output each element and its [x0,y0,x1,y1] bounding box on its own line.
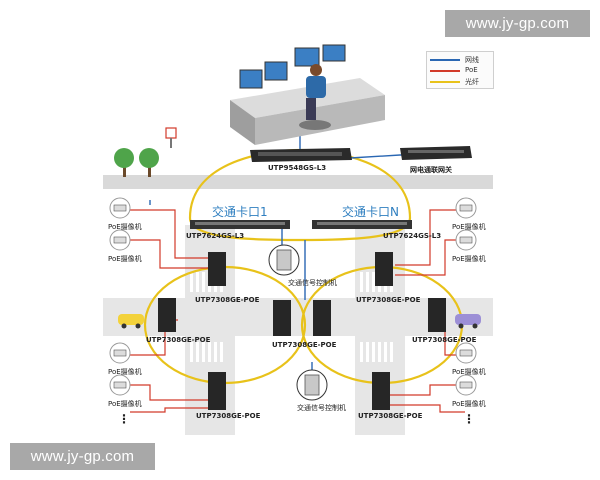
more-cameras-left: ⋮ [118,412,130,426]
legend-swatch [430,59,460,61]
camera-label: PoE摄像机 [108,400,142,408]
legend-label: PoE [465,66,478,74]
access-switch-label: UTP7308GE-POE [358,412,423,420]
car-right [455,314,481,329]
agg-switch-right-label: UTP7624GS-L3 [383,232,442,240]
signal-controller-label: 交通信号控制机 [297,404,346,412]
poe-links [130,209,465,413]
trees [114,148,159,177]
sign [165,127,177,148]
control-room [230,44,385,145]
legend-label: 网线 [465,56,479,64]
access-switch-label: UTP7308GE-POE [146,336,211,344]
core-switch-label: UTP9548GS-L3 [268,164,327,172]
legend-swatch [430,81,460,83]
camera-label: PoE摄像机 [452,223,486,231]
gateway-device [400,146,472,160]
legend-item: 网线 [430,55,492,65]
legend: 网线 PoE 光纤 [426,51,494,89]
access-switch-label: UTP7308GE-POE [196,412,261,420]
camera-label: PoE摄像机 [452,255,486,263]
signal-controller-label: 交通信号控制机 [288,279,337,287]
access-switch-label: UTP7308GE-POE [412,336,477,344]
legend-item: PoE [430,66,492,76]
legend-item: 光纤 [430,77,492,87]
zone-label-right: 交通卡口N [342,205,399,219]
legend-swatch [430,70,460,72]
camera-label: PoE摄像机 [452,400,486,408]
access-switch-label: UTP7308GE-POE [195,296,260,304]
car-left [118,314,144,329]
watermark-bottom: www.jy-gp.com [10,443,155,470]
camera-label: PoE摄像机 [108,368,142,376]
gateway-label: 网电通联网关 [410,166,452,174]
zone-label-left: 交通卡口1 [212,205,268,219]
core-switch [250,148,352,162]
agg-switch-left [190,220,290,229]
camera-label: PoE摄像机 [108,223,142,231]
legend-label: 光纤 [465,78,479,86]
watermark-top: www.jy-gp.com [445,10,590,37]
access-switch-label: UTP7308GE-POE [272,341,337,349]
camera-label: PoE摄像机 [452,368,486,376]
more-cameras-right: ⋮ [463,412,475,426]
camera-icons [109,197,477,396]
signal-controllers [268,244,328,401]
top-sidewalk [103,175,493,189]
camera-label: PoE摄像机 [108,255,142,263]
access-switches [158,252,446,410]
agg-switch-left-label: UTP7624GS-L3 [186,232,245,240]
agg-switch-right [312,220,412,229]
access-switch-label: UTP7308GE-POE [356,296,421,304]
